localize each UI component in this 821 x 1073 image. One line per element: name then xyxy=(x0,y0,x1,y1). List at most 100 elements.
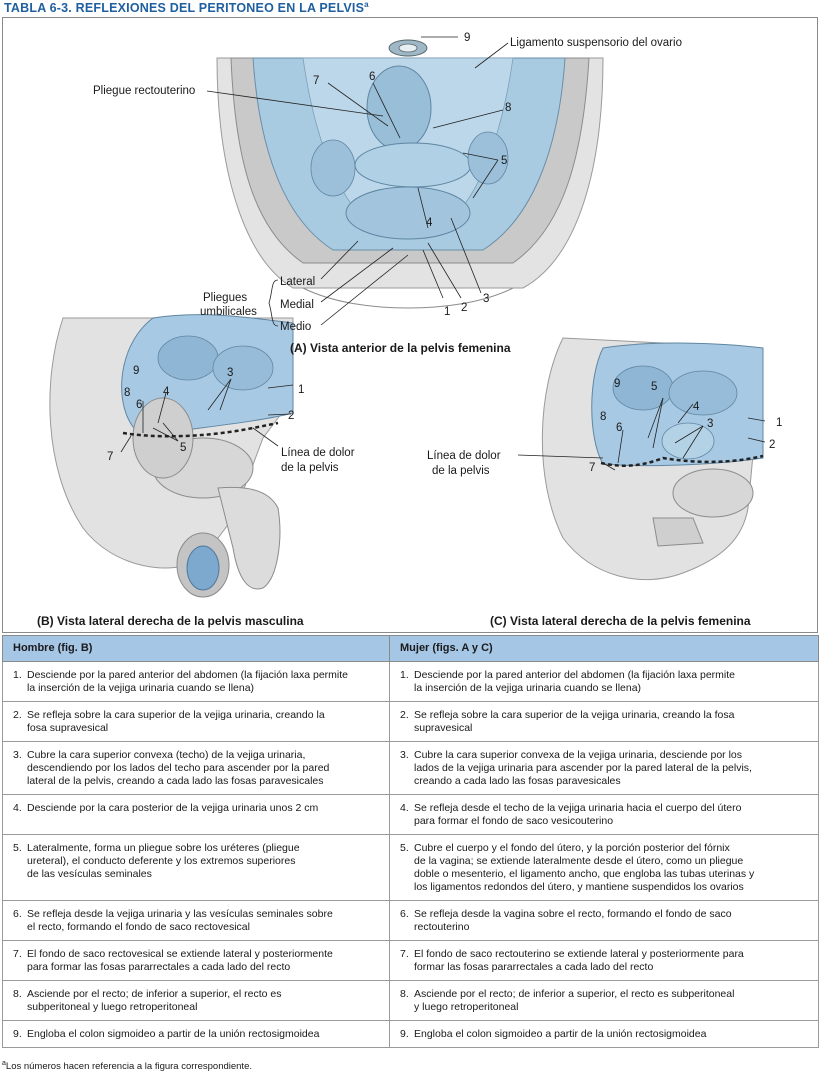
table-row: 6. Se refleja desde la vejiga urinaria y … xyxy=(2,900,819,941)
fig-a-number-4: 4 xyxy=(426,217,433,229)
fig-b-caption: (B) Vista lateral derecha de la pelvis m… xyxy=(37,614,304,628)
row-content: 3.Cubre la cara superior convexa de la v… xyxy=(400,749,808,788)
fig-b-number-7: 7 xyxy=(107,451,113,463)
table-row: 9. Engloba el colon sigmoideo a partir de… xyxy=(2,1020,819,1048)
row-content: 1.Desciende por la pared anterior del ab… xyxy=(13,669,379,695)
row-content: 9.Engloba el colon sigmoideo a partir de… xyxy=(400,1028,808,1041)
row-content: 4. Se refleja desde el techo de la vejiga… xyxy=(400,802,808,828)
footnote-mark: a xyxy=(2,1060,6,1067)
fig-a-number-9: 9 xyxy=(464,32,470,44)
row-text: Engloba el colon sigmoideo a partir de l… xyxy=(414,1028,707,1040)
row-content: 2. Se refleja sobre la cara superior de l… xyxy=(13,709,379,735)
fig-a-number-2: 2 xyxy=(461,302,467,314)
fig-b-number-5: 5 xyxy=(180,442,186,454)
fig-a-number-1: 1 xyxy=(444,306,450,318)
row-text: Se refleja desde la vejiga urinaria y la… xyxy=(27,908,333,933)
row-text: Se refleja desde el techo de la vejiga u… xyxy=(414,802,742,827)
table-cell-female: 9.Engloba el colon sigmoideo a partir de… xyxy=(389,1020,819,1048)
table-body: 1. Desciende por la pared anterior del ab… xyxy=(2,661,819,1048)
row-number: 8. xyxy=(13,988,22,1000)
table-cell-female: 1. Desciende por la pared anterior del ab… xyxy=(389,661,819,702)
row-text: El fondo de saco rectovesical se extiend… xyxy=(27,948,333,973)
fig-c-number-4: 4 xyxy=(693,401,700,413)
header-male: Hombre (fig. B) xyxy=(2,635,390,662)
row-content: 6.Se refleja desde la vagina sobre el re… xyxy=(400,908,808,934)
fig-c-number-3: 3 xyxy=(707,418,713,430)
row-number: 1. xyxy=(13,669,22,681)
table-row: 4.Desciende por la cara posterior de la … xyxy=(2,794,819,835)
row-number: 6. xyxy=(13,908,22,920)
table-cell-male: 7. El fondo de saco rectovesical se extie… xyxy=(2,940,390,981)
table-cell-female: 7. El fondo de saco rectouterino se extie… xyxy=(389,940,819,981)
row-text: Engloba el colon sigmoideo a partir de l… xyxy=(27,1028,320,1040)
fig-c-number-2: 2 xyxy=(769,439,775,451)
fig-c-pain-line-2: de la pelvis xyxy=(432,465,490,477)
fig-c-number-5: 5 xyxy=(651,381,657,393)
row-number: 3. xyxy=(400,749,409,761)
fig-b-number-6: 6 xyxy=(136,399,142,411)
row-number: 7. xyxy=(400,948,409,960)
table-title-text: REFLEXIONES DEL PERITONEO EN LA PELVIS xyxy=(75,1,365,16)
fig-a-ligament-label: Ligamento suspensorio del ovario xyxy=(510,37,682,49)
table-row: 8. Asciende por el recto; de inferior a s… xyxy=(2,980,819,1021)
figure-b-illustration xyxy=(49,314,294,598)
fig-c-number-9: 9 xyxy=(614,378,620,390)
row-text: Se refleja desde la vagina sobre el rect… xyxy=(414,908,732,933)
row-content: 6. Se refleja desde la vejiga urinaria y … xyxy=(13,908,379,934)
table-cell-female: 4. Se refleja desde el techo de la vejiga… xyxy=(389,794,819,835)
table-header-row: Hombre (fig. B) Mujer (figs. A y C) xyxy=(2,635,819,662)
table-cell-male: 4.Desciende por la cara posterior de la … xyxy=(2,794,390,835)
table-cell-male: 9. Engloba el colon sigmoideo a partir de… xyxy=(2,1020,390,1048)
table-code: TABLA 6-3. xyxy=(4,1,72,16)
fig-a-number-6: 6 xyxy=(369,71,375,83)
fig-c-pain-line-1: Línea de dolor xyxy=(427,450,501,462)
fig-a-number-8: 8 xyxy=(505,102,511,114)
fig-c-number-6: 6 xyxy=(616,422,622,434)
row-text: Se refleja sobre la cara superior de la … xyxy=(27,709,325,734)
fig-b-pain-line-2: de la pelvis xyxy=(281,462,339,474)
table-cell-female: 5.Cubre el cuerpo y el fondo del útero, … xyxy=(389,834,819,901)
fig-a-caption: (A) Vista anterior de la pelvis femenina xyxy=(290,341,511,355)
row-number: 7. xyxy=(13,948,22,960)
row-number: 2. xyxy=(400,709,409,721)
row-content: 5.Cubre el cuerpo y el fondo del útero, … xyxy=(400,842,808,894)
fig-b-number-1: 1 xyxy=(298,384,304,396)
table-cell-female: 6.Se refleja desde la vagina sobre el re… xyxy=(389,900,819,941)
row-number: 9. xyxy=(13,1028,22,1040)
figure-a-illustration xyxy=(216,39,604,309)
table-cell-male: 1.Desciende por la pared anterior del ab… xyxy=(2,661,390,702)
row-number: 4. xyxy=(400,802,409,814)
fig-c-number-8: 8 xyxy=(600,411,606,423)
row-content: 9. Engloba el colon sigmoideo a partir de… xyxy=(13,1028,379,1041)
row-text: El fondo de saco rectouterino se extiend… xyxy=(414,948,744,973)
row-content: 4.Desciende por la cara posterior de la … xyxy=(13,802,379,815)
row-text: Asciende por el recto; de inferior a sup… xyxy=(27,988,282,1013)
row-content: 8.Asciende por el recto; de inferior a s… xyxy=(400,988,808,1014)
row-text: Lateralmente, forma un pliegue sobre los… xyxy=(27,842,300,880)
row-text: Se refleja sobre la cara superior de la … xyxy=(414,709,735,734)
fig-a-umbilical-label-1: Pliegues xyxy=(203,292,247,304)
row-text: Asciende por el recto; de inferior a sup… xyxy=(414,988,735,1013)
row-content: 2. Se refleja sobre la cara superior de l… xyxy=(400,709,808,735)
table-row: 7. El fondo de saco rectovesical se extie… xyxy=(2,940,819,981)
table-cell-female: 3.Cubre la cara superior convexa de la v… xyxy=(389,741,819,795)
row-text: Desciende por la pared anterior del abdo… xyxy=(414,669,736,694)
table-cell-female: 2. Se refleja sobre la cara superior de l… xyxy=(389,701,819,742)
row-content: 8. Asciende por el recto; de inferior a s… xyxy=(13,988,379,1014)
row-number: 5. xyxy=(13,842,22,854)
table-cell-female: 8.Asciende por el recto; de inferior a s… xyxy=(389,980,819,1021)
row-content: 7. El fondo de saco rectovesical se extie… xyxy=(13,948,379,974)
table-row: 1. Desciende por la pared anterior del ab… xyxy=(2,661,819,702)
row-number: 2. xyxy=(13,709,22,721)
table-title-mark: a xyxy=(364,0,369,9)
reflections-table: Hombre (fig. B) Mujer (figs. A y C) 1. De… xyxy=(2,635,819,1048)
row-number: 3. xyxy=(13,749,22,761)
row-content: 5. Lateralmente, forma un pliegue sobre l… xyxy=(13,842,379,881)
row-number: 1. xyxy=(400,669,409,681)
fig-a-number-7: 7 xyxy=(313,75,319,87)
table-row: 5. Lateralmente, forma un pliegue sobre l… xyxy=(2,834,819,901)
fig-b-number-8: 8 xyxy=(124,387,130,399)
fig-c-number-1: 1 xyxy=(776,417,782,429)
fig-a-number-5: 5 xyxy=(501,155,507,167)
figure-c-illustration xyxy=(541,337,764,580)
